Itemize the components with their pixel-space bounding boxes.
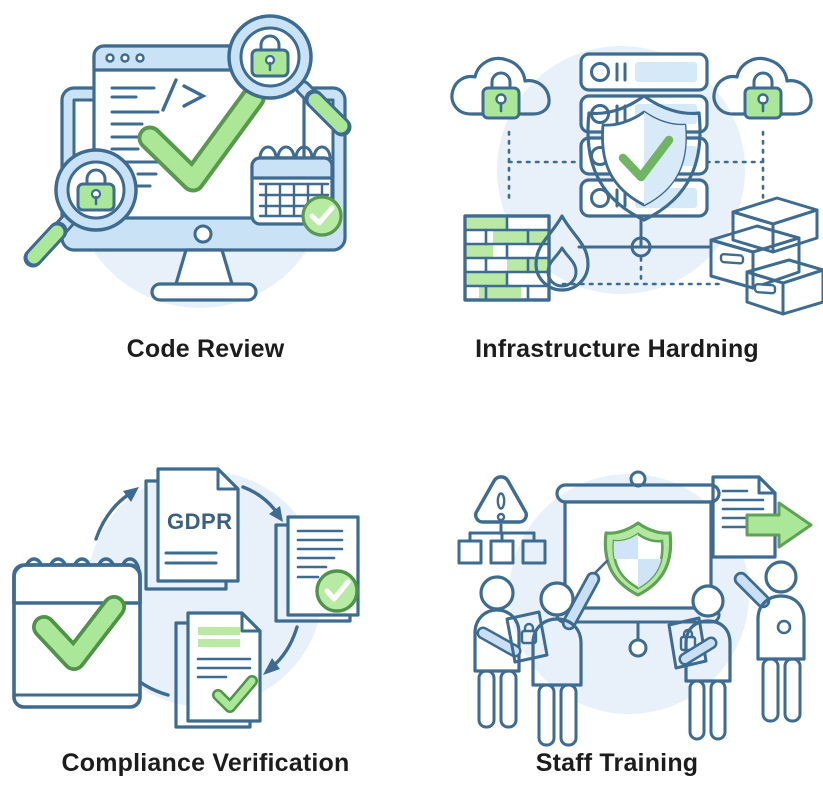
calendar-check-icon [12, 557, 142, 709]
cloud-lock-left-icon [450, 56, 551, 120]
staff-training-illustration [457, 470, 813, 747]
dashed-connectors [507, 130, 765, 286]
label-staff-training: Staff Training [535, 749, 699, 777]
card-code-review: Code Review [0, 0, 411, 397]
calendar-check-icon [250, 145, 343, 237]
label-code-review: Code Review [126, 335, 285, 363]
trainee-right-icon [733, 560, 806, 723]
label-compliance-verification: Compliance Verification [61, 749, 350, 777]
trainee-left-icon [473, 575, 549, 729]
gdpr-text: GDPR [167, 509, 233, 534]
report-document-icon [174, 611, 262, 729]
warning-flow-icon [457, 475, 547, 565]
magnifier-lock-top-icon [227, 14, 352, 137]
card-infrastructure-hardening: Infrastructure Hardning [411, 0, 823, 397]
label-infrastructure-hardening: Infrastructure Hardning [475, 335, 759, 363]
firewall-icon [463, 214, 551, 302]
card-compliance-verification: GDPR [0, 397, 411, 794]
shield-icon [603, 521, 673, 597]
gdpr-document-icon: GDPR [144, 467, 240, 591]
arrow-right-icon [745, 501, 813, 549]
check-mark-icon [137, 85, 266, 193]
compliance-verification-illustration: GDPR [12, 467, 360, 729]
shield-check-icon [586, 94, 702, 222]
code-review-illustration [23, 14, 352, 308]
code-lines [110, 78, 207, 188]
card-staff-training: Staff Training [411, 397, 823, 794]
checked-document-icon [274, 515, 360, 623]
document-arrow-icon [711, 475, 813, 559]
trainee-laptop-icon [667, 584, 732, 741]
boxes-icon [709, 196, 823, 316]
presenter-icon [531, 559, 609, 747]
infrastructure-hardening-illustration [450, 46, 823, 316]
magnifier-lock-bottom-icon [23, 148, 138, 268]
flame-icon [534, 214, 590, 292]
cloud-lock-right-icon [712, 56, 813, 120]
